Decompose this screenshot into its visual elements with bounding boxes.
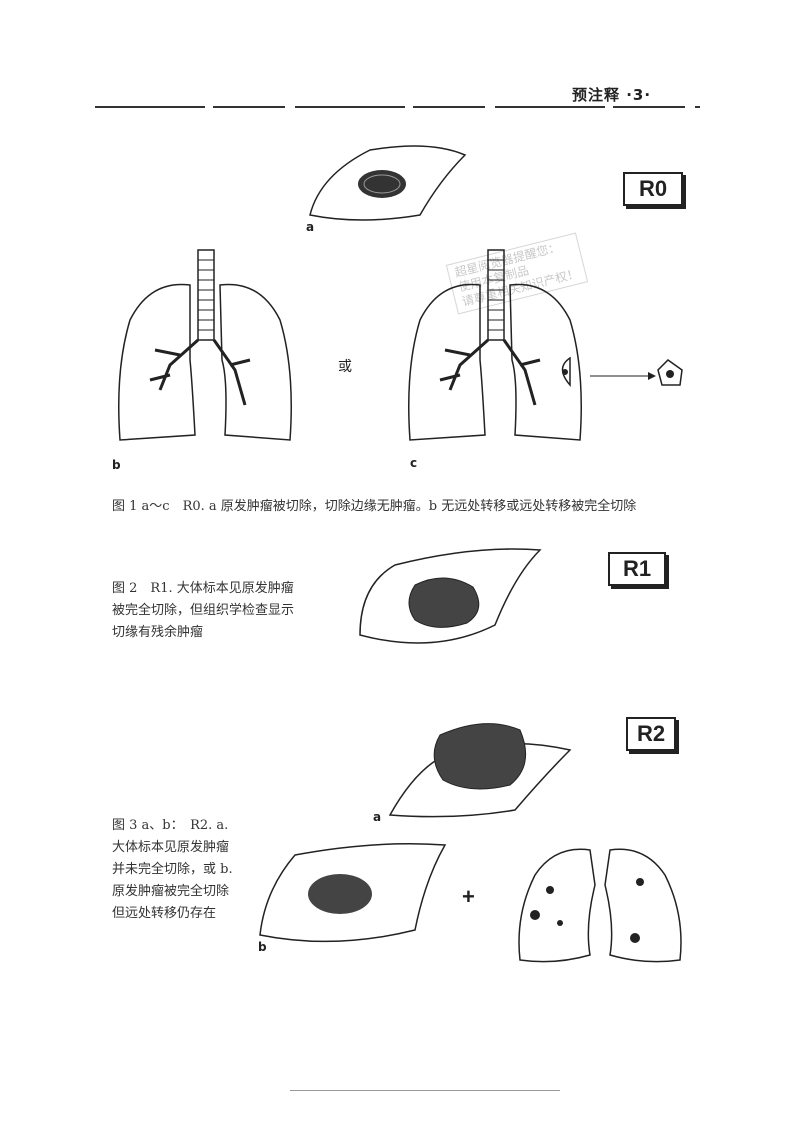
fig3-label-b: b [258, 940, 267, 954]
page-header-title: 预注释 ·3· [572, 86, 652, 104]
header-divider [95, 106, 700, 108]
fig3b-specimen-illustration [259, 843, 447, 943]
figure-3-caption: 图 3 a、b： R2. a. 大体标本见原发肿瘤并未完全切除，或 b. 原发肿… [112, 818, 233, 921]
fig1b-lungs-illustration [118, 249, 292, 441]
plus-sign: + [462, 884, 475, 909]
figure-1-caption: 图 1 a～c R0. a 原发肿瘤被切除，切除边缘无肿瘤。b 无远处转移或远处… [112, 499, 637, 514]
badge-r0: R0 [623, 172, 683, 206]
fig1c-lungs-resected-metastasis [408, 249, 683, 441]
footer-rule [290, 1090, 560, 1091]
badge-r2: R2 [626, 717, 676, 751]
or-text: 或 [338, 359, 352, 375]
fig1-label-a: a [306, 220, 315, 234]
fig3a-specimen-illustration [388, 723, 572, 818]
fig1a-specimen-illustration [309, 145, 467, 221]
fig3b-lungs-metastases-illustration [518, 848, 682, 963]
fig3-label-a: a [373, 810, 382, 824]
fig1-label-b: b [112, 458, 121, 472]
fig2-specimen-illustration [359, 548, 542, 644]
figure-2-caption: 图 2 R1. 大体标本见原发肿瘤被完全切除，但组织学检查显示切缘有残余肿瘤 [112, 581, 295, 640]
fig1-label-c: c [410, 456, 418, 470]
badge-r1: R1 [608, 552, 666, 586]
